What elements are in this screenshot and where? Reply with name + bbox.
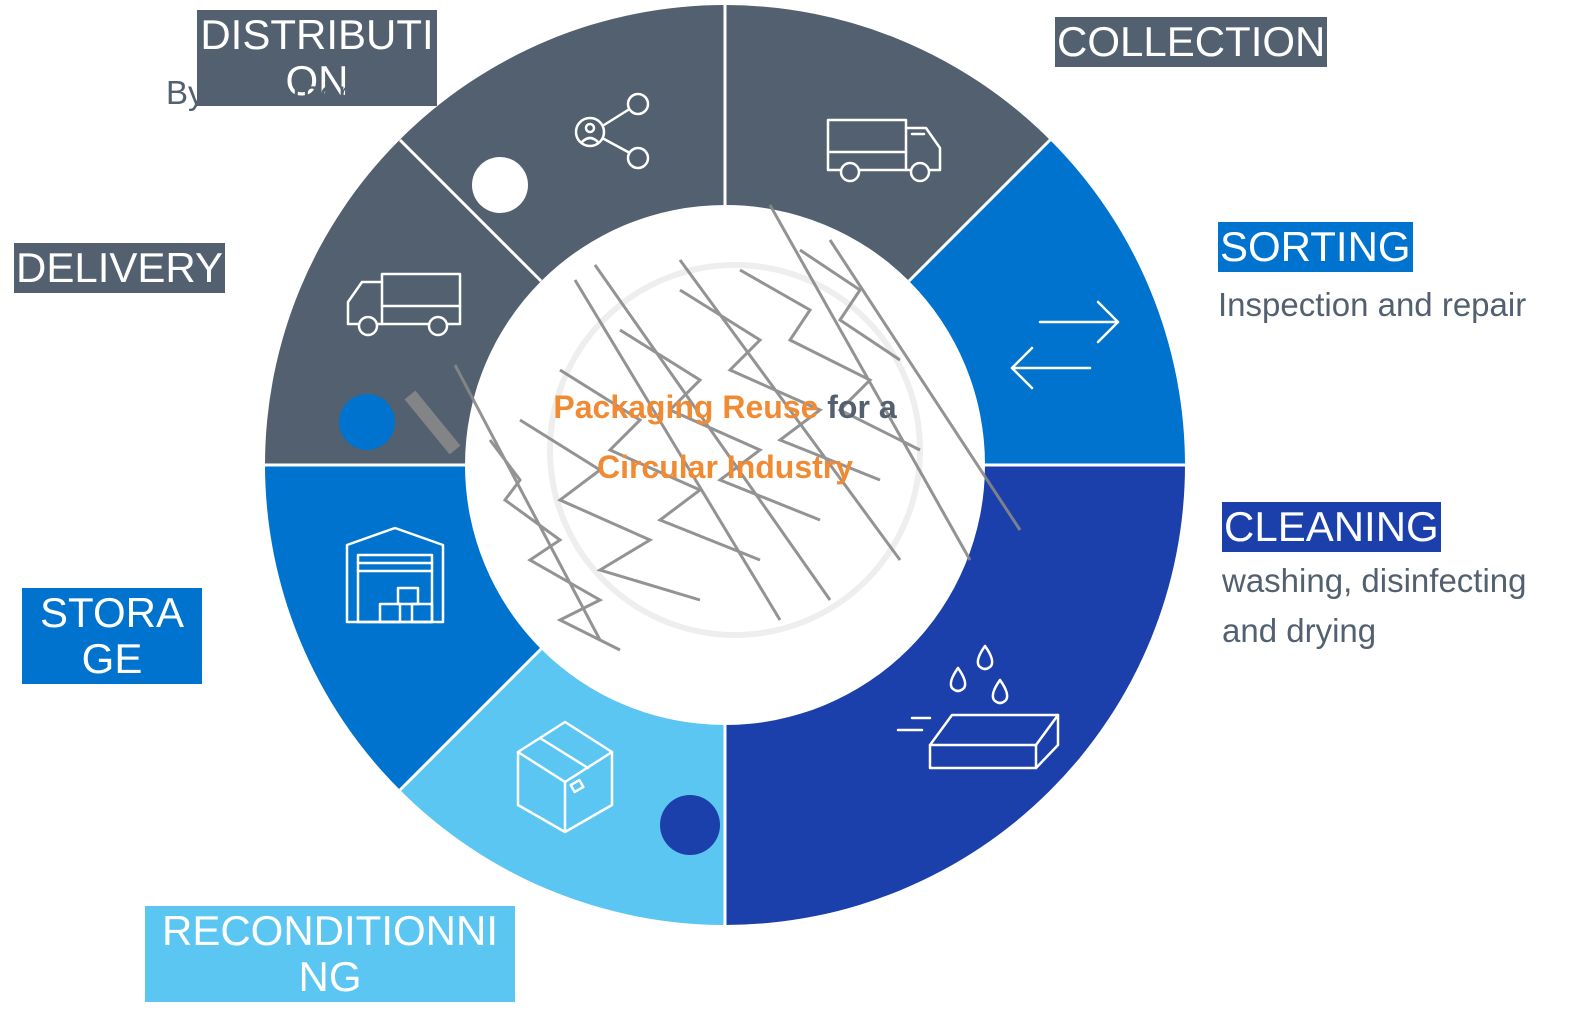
truck-icon: [346, 272, 462, 337]
segment-reconditionning: [400, 649, 725, 925]
subtitle-sorting: Inspection and repair: [1218, 286, 1527, 323]
knob: [339, 394, 395, 450]
knob: [973, 205, 1033, 265]
label-delivery: DELIVERY: [14, 243, 225, 293]
knob: [418, 660, 478, 720]
warehouse-icon: [345, 526, 445, 624]
subtitle-distribution: By customers: [166, 74, 366, 111]
label-cleaning: CLEANING: [1222, 502, 1441, 552]
water-tray-icon: [896, 644, 1060, 770]
ring: [265, 5, 1185, 925]
label-storage: STORAGE: [22, 588, 202, 684]
share-network-icon: [574, 92, 650, 170]
label-sorting: SORTING: [1218, 222, 1413, 272]
segment-cleaning: [725, 465, 1185, 925]
segment-collection: [725, 5, 1050, 281]
center-title-line1: Packaging Reuse for a: [553, 389, 896, 425]
swap-arrows-icon: [1010, 300, 1120, 390]
knob: [472, 157, 528, 213]
knob: [727, 75, 787, 135]
label-distribution: DISTRIBUTION: [197, 10, 437, 106]
subtitle-cleaning: washing, disinfecting and drying: [1222, 562, 1527, 649]
center-title-line2: Circular Industry: [597, 449, 853, 485]
knob: [660, 795, 720, 855]
scribble-overlay: [404, 204, 1022, 652]
truck-icon: [826, 118, 942, 183]
label-collection: COLLECTION: [1055, 17, 1328, 67]
knob: [1057, 477, 1113, 533]
box-icon: [516, 720, 614, 834]
segment-storage: [265, 465, 541, 790]
label-reconditionning: RECONDITIONNING: [145, 906, 515, 1002]
